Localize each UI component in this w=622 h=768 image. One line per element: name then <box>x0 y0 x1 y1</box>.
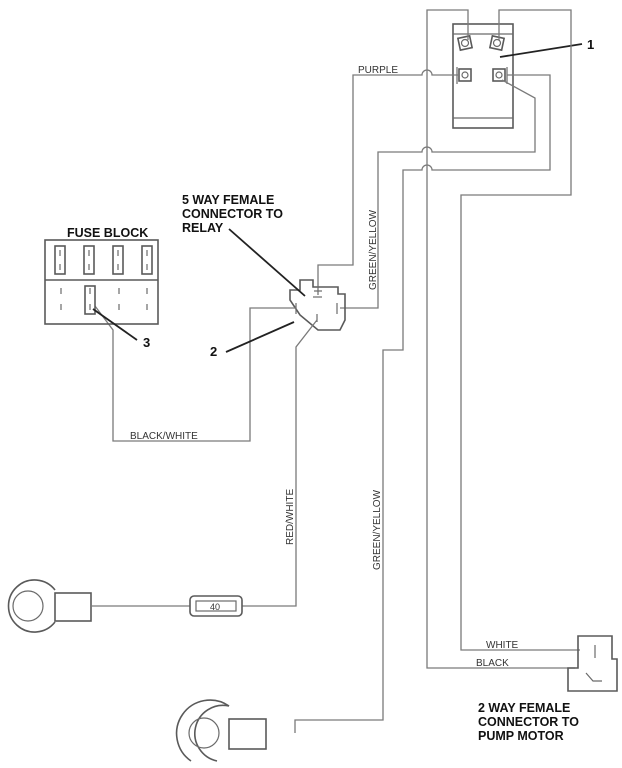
fuse-slot-upper-1 <box>54 245 66 275</box>
relay-terminal-2 <box>488 34 506 52</box>
inline-fuse: 40 <box>189 595 243 617</box>
relay-connector-title-line3: RELAY <box>182 221 224 235</box>
wire-black <box>426 9 575 669</box>
relay-connector-title-line1: 5 WAY FEMALE <box>182 193 274 207</box>
wire-label-black: BLACK <box>476 658 509 669</box>
wire-label-green-yellow-upper: GREEN/YELLOW <box>368 209 379 290</box>
fuse-slot-upper-3 <box>112 245 124 275</box>
wire-label-white: WHITE <box>486 640 519 651</box>
fuse-block-callout-leader <box>92 308 138 341</box>
wire-label-red-white: RED/WHITE <box>285 489 296 545</box>
relay-connector-callout-number: 2 <box>210 344 217 359</box>
fuse-block-body <box>44 239 159 325</box>
fuse-block-title: FUSE BLOCK <box>67 226 148 240</box>
relay-terminal-4 <box>492 67 508 84</box>
pump-connector-title-line1: 2 WAY FEMALE <box>478 701 570 715</box>
pump-connector-body <box>567 635 618 692</box>
wire-green-yellow-relay <box>340 79 536 309</box>
fuse-slot-upper-2 <box>83 245 95 275</box>
wire-green-yellow-ground <box>294 74 551 733</box>
relay-connector-body <box>289 279 346 331</box>
fuse-block-callout-number: 3 <box>143 335 150 350</box>
ground-terminal <box>175 699 267 762</box>
relay-terminal-1 <box>456 34 474 52</box>
wire-purple <box>317 69 459 283</box>
relay-body <box>452 23 514 129</box>
wire-label-green-yellow-lower: GREEN/YELLOW <box>372 489 383 570</box>
inline-fuse-body <box>189 595 243 617</box>
wire-red-white <box>242 319 318 607</box>
pump-connector-title-line3: PUMP MOTOR <box>478 729 564 743</box>
relay-connector-title-line2: CONNECTOR TO <box>182 207 283 221</box>
battery-positive-terminal <box>7 579 92 633</box>
relay-callout-number: 1 <box>587 37 594 52</box>
fuse-slot-upper-4 <box>141 245 153 275</box>
inline-fuse-rating: 40 <box>210 602 220 612</box>
relay: 1 <box>452 23 594 129</box>
fuse-block: FUSE BLOCK 3 <box>44 226 159 350</box>
relay-connector-title-leader <box>228 228 306 297</box>
wire-white <box>460 9 580 651</box>
pump-connector <box>567 635 618 692</box>
pump-connector-title-line2: CONNECTOR TO <box>478 715 579 729</box>
relay-terminal-3 <box>456 67 472 84</box>
wire-black-white <box>94 305 296 442</box>
relay-connector <box>289 279 346 331</box>
relay-callout-leader <box>499 43 583 58</box>
fuse-slot-lower-2 <box>84 285 96 315</box>
wire-label-black-white: BLACK/WHITE <box>130 431 198 442</box>
relay-connector-callout-leader <box>225 321 295 353</box>
wire-label-purple: PURPLE <box>358 65 398 76</box>
